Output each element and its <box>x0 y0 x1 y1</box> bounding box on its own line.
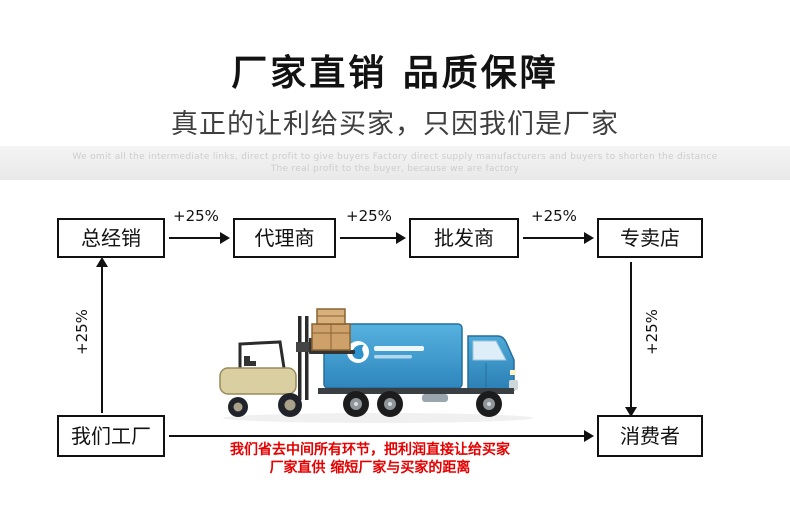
logo-text-bar <box>374 346 424 351</box>
page-subtitle: 真正的让利给买家，只因我们是厂家 <box>171 109 619 140</box>
increment-label-2: +25% <box>346 207 392 225</box>
arrowhead-right-icon <box>220 232 230 244</box>
footer-note: 我们省去中间所有环节，把利润直接让给买家 厂家直供 缩短厂家与买家的距离 <box>185 441 555 477</box>
increment-label-right: +25% <box>643 309 661 355</box>
node-general-distributor: 总经销 <box>57 218 165 258</box>
truck-wheels <box>343 391 502 417</box>
node-consumer: 消费者 <box>597 415 703 457</box>
logo-subtext-bar <box>374 355 412 359</box>
arrow-distributor-to-agent <box>169 232 230 244</box>
truck-body <box>318 323 518 417</box>
increment-label-3: +25% <box>531 207 577 225</box>
truck-forklift-svg <box>206 308 538 428</box>
watermark-band: We omit all the intermediate links, dire… <box>0 146 790 180</box>
arrowhead-up-icon <box>96 257 108 267</box>
increment-label-1: +25% <box>173 207 219 225</box>
fork-carriage <box>296 342 312 352</box>
mast-rail <box>298 316 302 400</box>
truck-forklift-illustration <box>206 308 538 428</box>
watermark-line-1: We omit all the intermediate links, dire… <box>72 152 718 162</box>
headlight <box>510 370 516 375</box>
arrow-store-to-consumer <box>625 262 637 417</box>
arrowhead-right-icon <box>584 430 594 442</box>
node-retail-store: 专卖店 <box>597 218 703 258</box>
fuel-tank <box>422 394 448 402</box>
arrowhead-right-icon <box>584 232 594 244</box>
crates <box>311 308 351 351</box>
node-wholesaler: 批发商 <box>409 218 519 258</box>
brand-logo <box>347 341 424 363</box>
watermark-line-2: The real profit to the buyer, because we… <box>270 164 520 174</box>
mast-rail <box>305 316 309 400</box>
overhead-guard <box>238 340 286 369</box>
chassis <box>318 388 514 394</box>
fork-blade <box>309 350 355 354</box>
arrow-agent-to-wholesaler <box>340 232 406 244</box>
footer-line-1: 我们省去中间所有环节，把利润直接让给买家 <box>230 442 510 458</box>
windshield <box>472 340 507 361</box>
arrow-wholesaler-to-store <box>523 232 594 244</box>
logo-swirl-icon <box>352 344 364 360</box>
arrow-factory-to-consumer <box>169 430 594 442</box>
seat <box>244 356 256 366</box>
page-title: 厂家直销 品质保障 <box>231 53 559 94</box>
forklift-body <box>219 367 297 395</box>
increment-label-left: +25% <box>73 309 91 355</box>
node-agent: 代理商 <box>233 218 336 258</box>
forklift-wheels <box>228 393 302 417</box>
fork-heel <box>309 338 313 352</box>
arrowhead-right-icon <box>396 232 406 244</box>
ground-shadow <box>223 413 533 423</box>
front-bumper <box>509 380 518 390</box>
node-our-factory: 我们工厂 <box>57 415 165 457</box>
forklift <box>219 308 355 417</box>
footer-line-2: 厂家直供 缩短厂家与买家的距离 <box>269 460 471 476</box>
arrowhead-down-icon <box>625 407 637 417</box>
arrow-factory-to-distributor <box>96 257 108 413</box>
